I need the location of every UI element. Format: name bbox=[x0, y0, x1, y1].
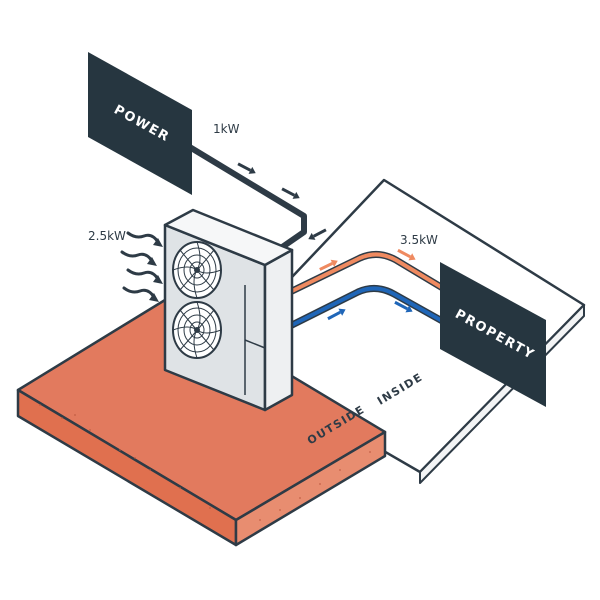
power-cable bbox=[176, 137, 307, 253]
heat-output-label: 3.5kW bbox=[400, 233, 438, 247]
hot-pipe bbox=[286, 251, 450, 296]
arrow-icon bbox=[281, 187, 300, 199]
fan-icon bbox=[172, 301, 222, 359]
cold-pipe-arrow-1 bbox=[327, 308, 346, 321]
cold-pipe-arrow-2 bbox=[394, 300, 413, 313]
hot-pipe-arrow-1 bbox=[319, 259, 338, 271]
arrow-icon bbox=[237, 162, 256, 174]
hot-pipe-arrow-2 bbox=[397, 248, 416, 261]
wind-arrow-heads bbox=[147, 238, 163, 302]
arrow-icon bbox=[308, 228, 327, 240]
power-input-label: 1kW bbox=[213, 122, 240, 136]
wind-arrow-icon bbox=[120, 231, 160, 299]
fan-icon bbox=[172, 241, 222, 299]
property-panel: PROPERTY bbox=[440, 262, 546, 407]
ambient-heat-label: 2.5kW bbox=[88, 229, 126, 243]
power-panel: POWER bbox=[88, 52, 192, 195]
outside-slab bbox=[16, 298, 387, 547]
cold-pipe bbox=[286, 285, 448, 330]
